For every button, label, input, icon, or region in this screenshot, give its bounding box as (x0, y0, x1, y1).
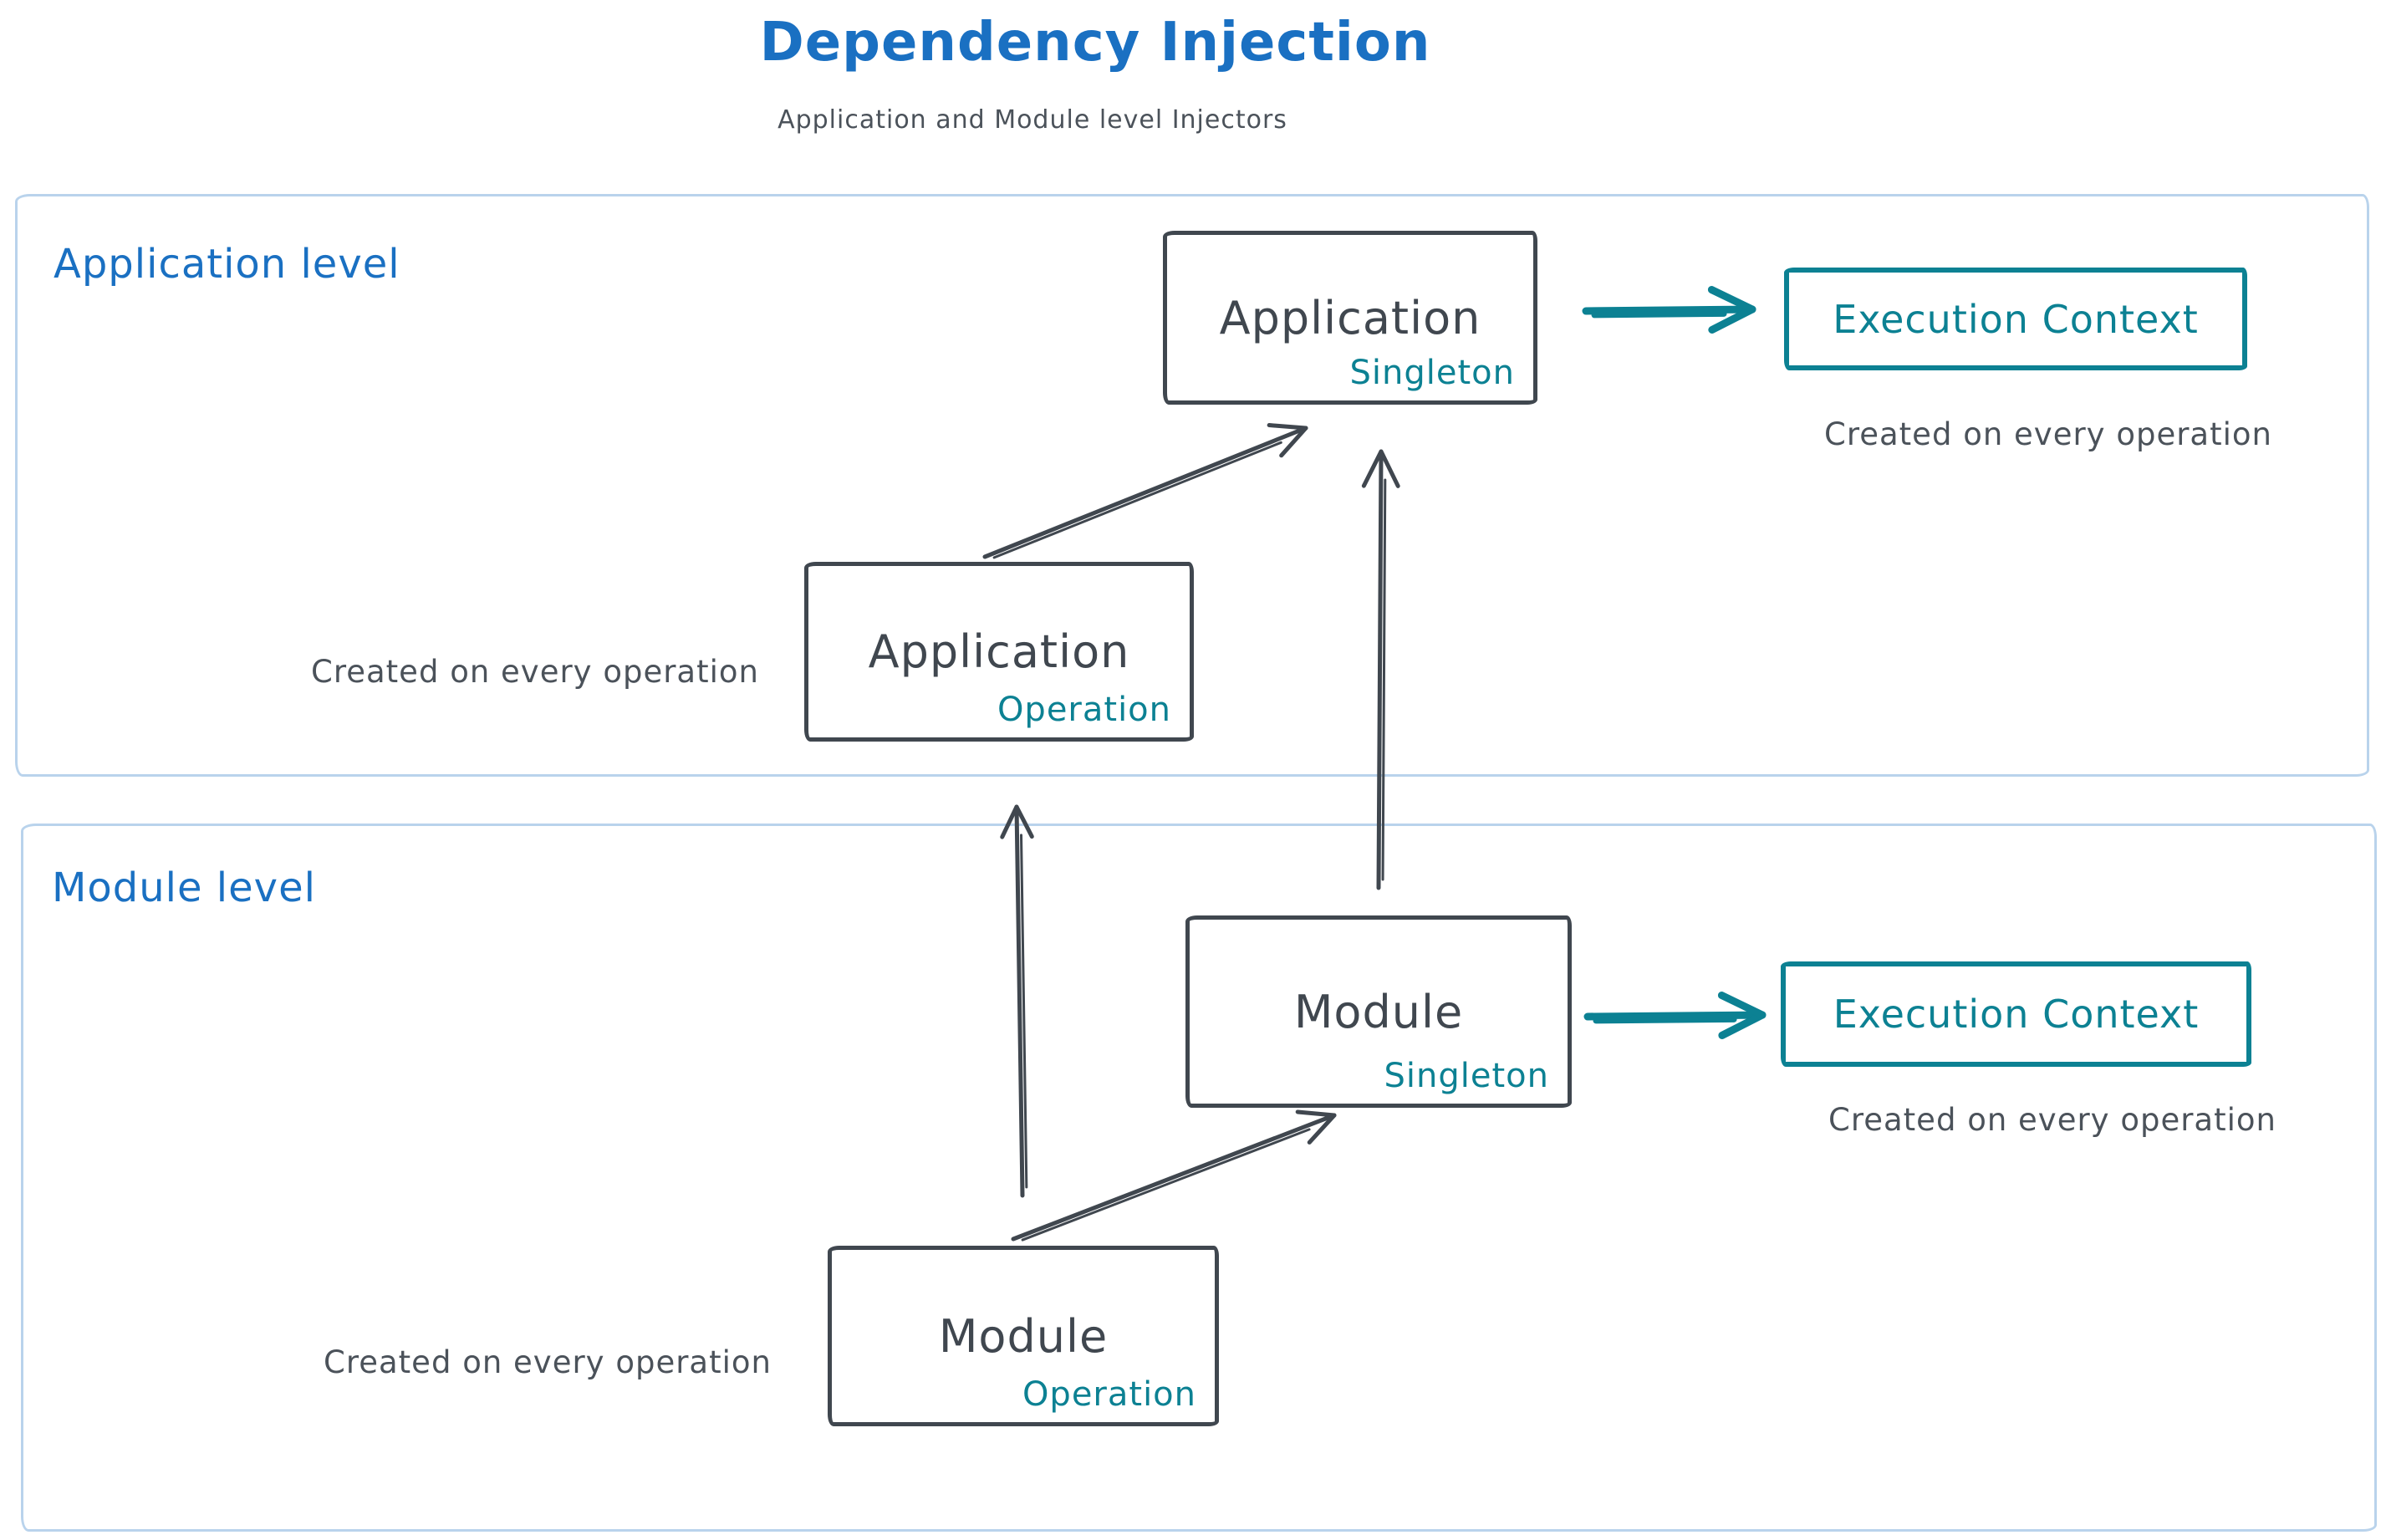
execution-context-label: Execution Context (1833, 296, 2199, 342)
node-scope-label: Operation (1022, 1375, 1196, 1414)
caption-application-operation: Created on every operation (311, 654, 759, 690)
execution-context-module: Execution Context (1781, 961, 2251, 1067)
module-level-container (21, 824, 2377, 1532)
node-title: Application (1219, 291, 1481, 344)
node-module-singleton: Module Singleton (1185, 915, 1572, 1108)
module-level-label: Module level (52, 864, 316, 911)
node-title: Module (1293, 985, 1464, 1038)
execution-context-label: Execution Context (1833, 992, 2200, 1037)
caption-execution-context-application: Created on every operation (1824, 416, 2272, 452)
execution-context-application: Execution Context (1784, 268, 2247, 370)
node-application-singleton: Application Singleton (1163, 231, 1537, 405)
application-level-container (15, 194, 2369, 777)
node-scope-label: Singleton (1349, 354, 1515, 392)
page-title: Dependency Injection (759, 12, 1431, 74)
node-title: Application (868, 625, 1130, 678)
node-scope-label: Operation (997, 691, 1171, 729)
application-level-label: Application level (54, 241, 400, 288)
page-subtitle: Application and Module level Injectors (777, 105, 1287, 135)
caption-module-operation: Created on every operation (324, 1344, 772, 1380)
node-application-operation: Application Operation (804, 562, 1194, 742)
caption-execution-context-module: Created on every operation (1828, 1102, 2276, 1138)
node-title: Module (938, 1309, 1109, 1363)
node-scope-label: Singleton (1384, 1057, 1549, 1095)
node-module-operation: Module Operation (828, 1246, 1219, 1426)
